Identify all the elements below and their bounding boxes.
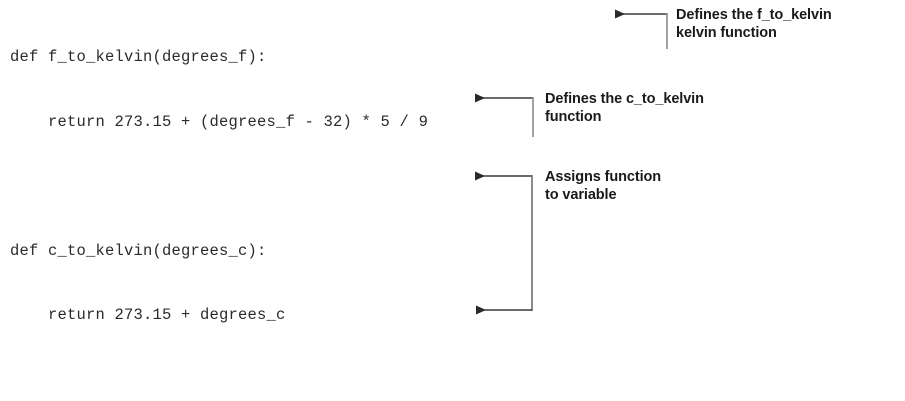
callout-line: function [545,109,602,125]
callout-line: Defines the c_to_kelvin [545,91,704,107]
code-line: return 273.15 + (degrees_f - 32) * 5 / 9 [10,112,429,131]
callout-defines-f-to-kelvin: Defines the f_to_kelvin kelvin function [676,6,832,42]
code-line: def f_to_kelvin(degrees_f): [10,48,267,66]
code-line: def c_to_kelvin(degrees_c): [10,241,267,260]
code-listing: def f_to_kelvin(degrees_f): return 273.1… [10,4,480,401]
callout-line: Defines the f_to_kelvin [676,7,832,23]
callout-line: to variable [545,187,617,203]
callout-assigns-function-to-variable: Assigns function to variable [545,168,661,204]
leader-defines-c-to-kelvin [475,93,534,137]
callout-defines-c-to-kelvin: Defines the c_to_kelvin function [545,90,704,126]
code-line-blank [10,370,480,392]
callout-line: Assigns function [545,169,662,185]
callout-line: kelvin function [676,25,777,41]
leader-assigns-function-to-variable [475,171,533,315]
code-line: return 273.15 + degrees_c [10,306,286,324]
leader-defines-f-to-kelvin [615,9,668,49]
code-line-blank [10,176,480,198]
